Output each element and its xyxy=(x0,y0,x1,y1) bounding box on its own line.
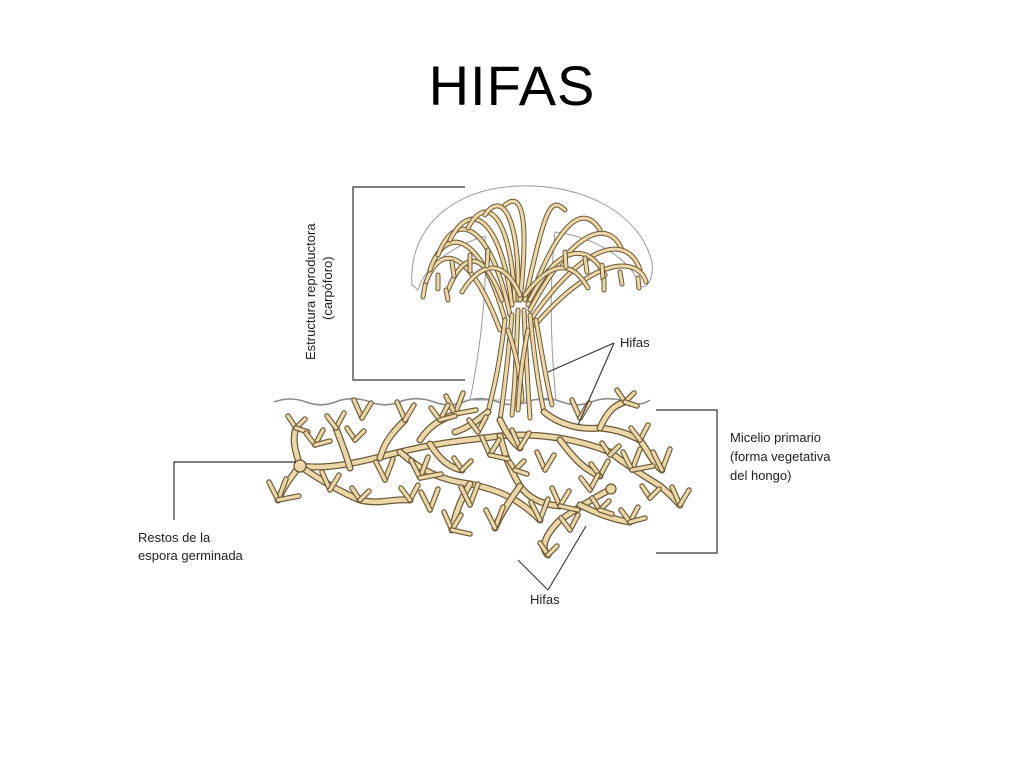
reproductive-structure-label: Estructura reproductora (carpóforo) xyxy=(303,223,335,360)
reproductive-bracket xyxy=(352,186,465,381)
mycelium-bracket xyxy=(656,409,718,554)
spore-label-line2: espora germinada xyxy=(138,548,244,563)
hyphae-bottom-label: Hifas xyxy=(530,592,560,607)
reproductive-label-line1: Estructura reproductora xyxy=(303,223,318,360)
carpophore-illustration xyxy=(411,185,653,423)
spore-remnants xyxy=(293,459,617,495)
slide-title: HIFAS xyxy=(428,54,596,117)
hyphae-top-pointers xyxy=(547,342,615,426)
primary-mycelium-illustration xyxy=(266,387,692,559)
spore-label-line1: Restos de la xyxy=(138,530,211,545)
spore-leader-line xyxy=(173,461,296,520)
reproductive-label-line2: (carpóforo) xyxy=(320,256,335,320)
mycelium-label-line3: del hongo) xyxy=(730,468,791,483)
mycelium-label-line1: Micelio primario xyxy=(730,430,821,445)
hyphae-top-label: Hifas xyxy=(620,335,650,350)
mycelium-label-line2: (forma vegetativa xyxy=(730,449,831,464)
soil-surface-line xyxy=(273,397,651,406)
hyphae-bottom-pointers xyxy=(517,525,587,591)
